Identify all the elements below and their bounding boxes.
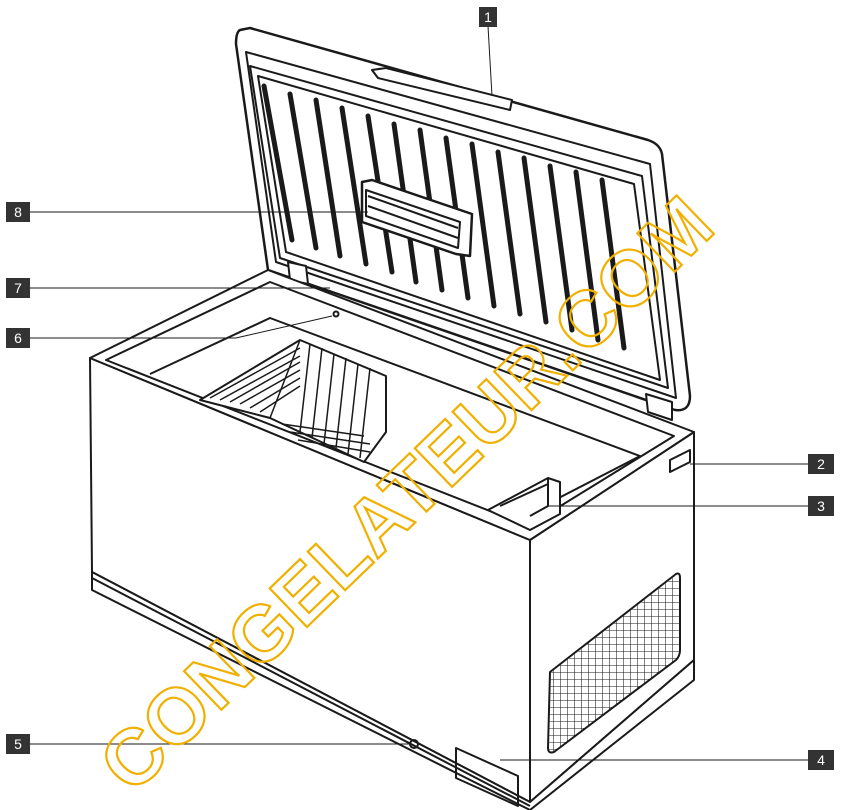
callout-6: 6 (6, 328, 30, 348)
cabinet-top-rim (89, 269, 695, 541)
callout-7: 7 (6, 278, 30, 298)
lid-handle-top (371, 67, 513, 111)
svg-text:7: 7 (14, 280, 22, 296)
callout-8: 8 (6, 202, 30, 222)
svg-text:5: 5 (14, 736, 22, 752)
callout-1: 1 (479, 7, 497, 27)
cabinet-inner-wall (149, 317, 641, 519)
lid-hinge-right (645, 393, 673, 421)
lid-gasket (249, 65, 669, 389)
svg-text:4: 4 (817, 752, 825, 768)
callout-2: 2 (808, 454, 834, 474)
interior-light (332, 310, 340, 318)
lid-inner-frame (245, 51, 677, 399)
svg-text:6: 6 (14, 330, 22, 346)
svg-text:8: 8 (14, 204, 22, 220)
cabinet-grille (547, 572, 681, 754)
callout-4: 4 (808, 750, 834, 770)
freezer-cabinet (89, 269, 695, 810)
control-panel (487, 477, 561, 531)
callout-3: 3 (808, 496, 834, 516)
freezer-lid (234, 26, 692, 421)
rating-plate (455, 747, 519, 807)
side-badge (669, 449, 691, 473)
svg-text:3: 3 (817, 498, 825, 514)
cabinet-inner-opening (105, 281, 675, 527)
storage-basket (199, 339, 387, 463)
leader-lines (30, 25, 808, 761)
lid-panel (257, 75, 661, 381)
svg-text:1: 1 (484, 9, 492, 25)
svg-text:2: 2 (817, 456, 825, 472)
lid-inner-handle (360, 178, 474, 258)
callout-5: 5 (6, 734, 30, 754)
freezer-line-art (89, 26, 695, 810)
